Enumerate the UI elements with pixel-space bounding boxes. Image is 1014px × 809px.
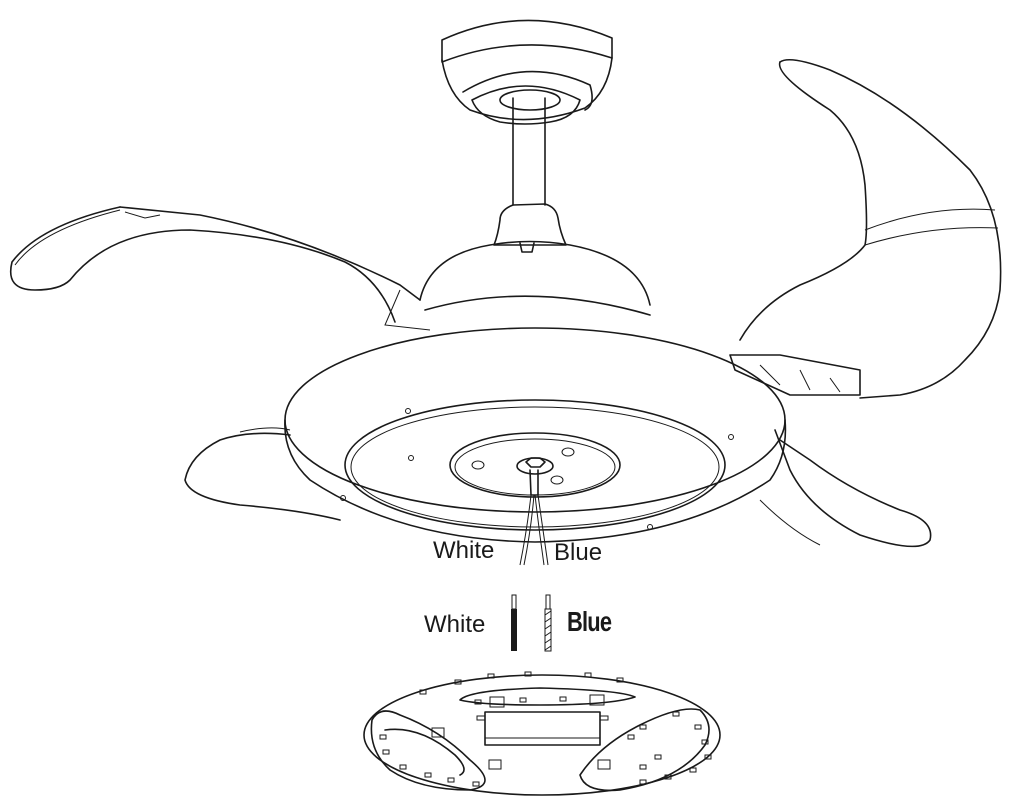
canopy-icon (441, 19, 613, 125)
led-board-icon (363, 671, 721, 796)
fan-wire-blue-label: Blue (554, 539, 603, 566)
light-wire-white-label: White (424, 611, 486, 638)
blade-icon (729, 59, 1002, 399)
white-wire-icon (511, 594, 517, 651)
fan-wire-white-label: White (433, 537, 495, 564)
light-wire-blue-label: Blue (567, 606, 612, 637)
blade-icon (184, 427, 341, 521)
motor-housing-icon (419, 203, 651, 316)
blade-icon (10, 206, 431, 331)
housing-ring-icon (284, 327, 787, 543)
fan-wires-icon (519, 494, 549, 566)
downrod-icon (512, 97, 546, 206)
blue-wire-icon (544, 594, 552, 652)
blade-icon (759, 429, 932, 548)
